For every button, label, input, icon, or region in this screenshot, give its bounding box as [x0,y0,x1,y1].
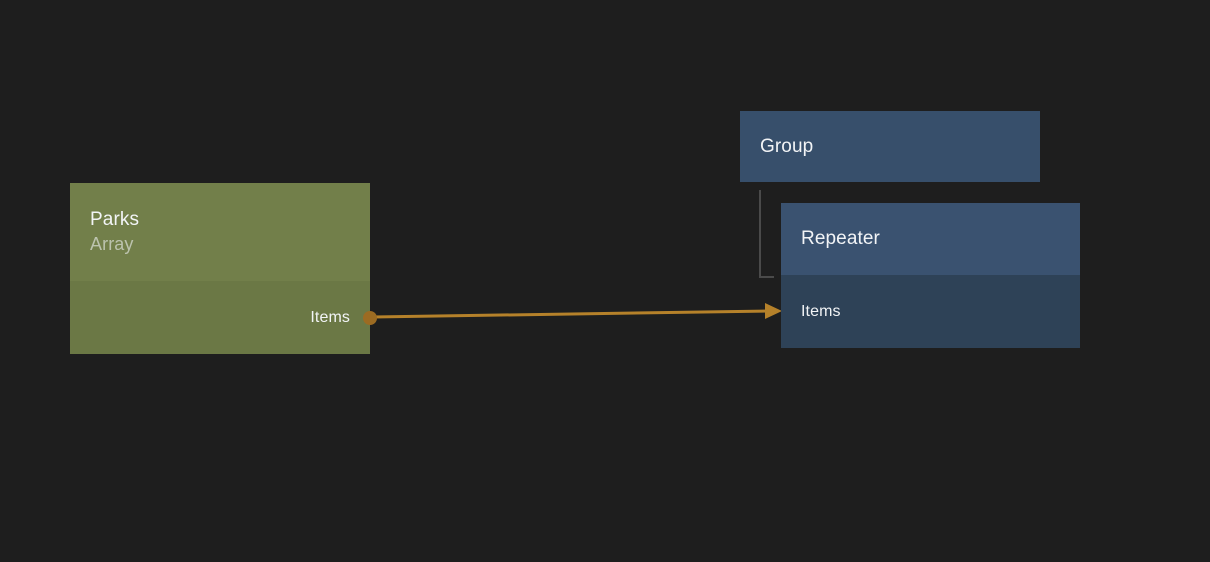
connection-arrowhead-icon [765,303,782,319]
node-repeater-header[interactable]: Repeater [781,203,1080,275]
connection-line-items-to-items [371,309,769,319]
node-parks-subtitle: Array [90,234,134,254]
node-parks-port-items-label: Items [310,308,350,326]
node-repeater-title: Repeater [801,228,880,249]
node-parks[interactable]: Parks Array Items [70,183,377,354]
node-group[interactable]: Group [740,111,1040,182]
node-parks-header[interactable]: Parks Array [70,183,370,281]
node-group-header[interactable]: Group [740,111,1040,182]
node-repeater-port-items[interactable]: Items [781,275,1080,348]
node-repeater[interactable]: Repeater Items [781,203,1080,348]
node-parks-title: Parks [90,209,140,230]
output-port-dot-icon[interactable] [363,310,377,325]
node-group-title: Group [760,135,814,157]
node-repeater-port-items-label: Items [801,302,841,320]
node-parks-port-items[interactable]: Items [70,281,377,354]
group-child-bracket [759,190,774,278]
